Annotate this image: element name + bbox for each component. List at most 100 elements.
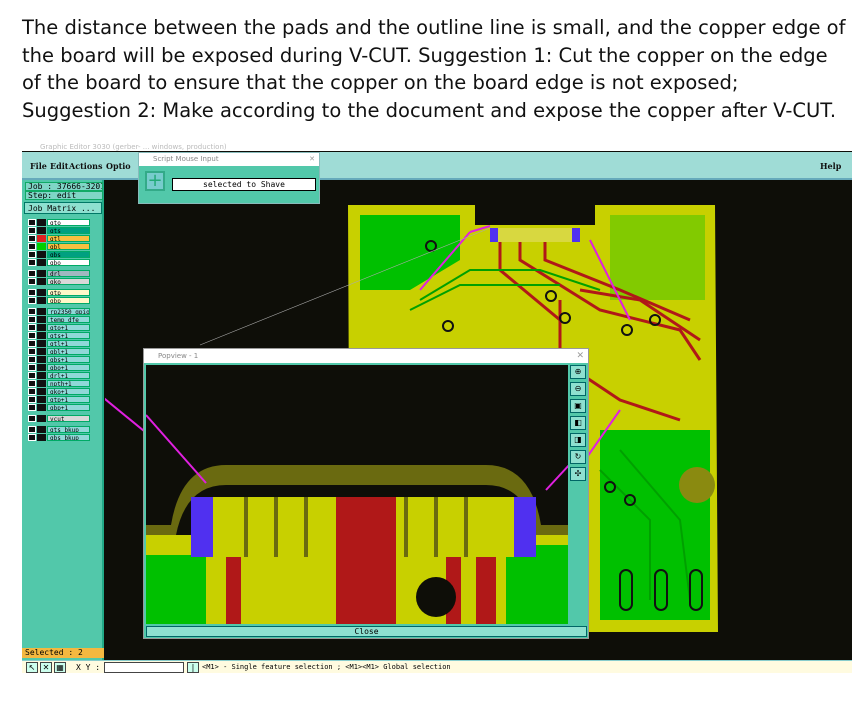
popview-zoomed-image bbox=[146, 365, 568, 624]
layer-name: gbo+1 bbox=[47, 363, 90, 371]
layer-checkbox[interactable] bbox=[28, 323, 36, 331]
layer-row[interactable]: gts+1 bbox=[28, 331, 90, 339]
layer-checkbox[interactable] bbox=[28, 425, 36, 433]
menu-help[interactable]: Help bbox=[820, 161, 842, 171]
layer-checkbox[interactable] bbox=[28, 296, 36, 304]
layer-name: gbs_bkup bbox=[47, 433, 90, 441]
layer-name: drl+1 bbox=[47, 371, 90, 379]
layer-checkbox[interactable] bbox=[28, 395, 36, 403]
layer-row[interactable]: drl+1 bbox=[28, 371, 90, 379]
menu-edit[interactable]: Edit bbox=[50, 161, 69, 171]
refresh-icon[interactable]: ↻ bbox=[570, 450, 586, 464]
pan-right-icon[interactable]: ◨ bbox=[570, 433, 586, 447]
xy-input[interactable] bbox=[104, 662, 184, 673]
info-icon[interactable]: | bbox=[187, 662, 199, 673]
layer-checkbox[interactable] bbox=[28, 250, 36, 258]
layer-status-icon bbox=[37, 331, 46, 339]
layer-checkbox[interactable] bbox=[28, 307, 36, 315]
layer-row[interactable]: gbs+1 bbox=[28, 355, 90, 363]
layer-status-icon bbox=[37, 339, 46, 347]
layer-checkbox[interactable] bbox=[28, 371, 36, 379]
layer-row[interactable]: npth+1 bbox=[28, 379, 90, 387]
layer-name: gtp bbox=[47, 288, 90, 296]
layer-row[interactable]: gbp bbox=[28, 296, 90, 304]
job-matrix-button[interactable]: Job Matrix ... bbox=[24, 202, 102, 214]
layer-checkbox[interactable] bbox=[28, 315, 36, 323]
layer-row[interactable]: vcut bbox=[28, 414, 90, 422]
menu-file[interactable]: File bbox=[30, 161, 47, 171]
layer-status-icon bbox=[37, 315, 46, 323]
popview-close-button[interactable]: Close bbox=[146, 626, 587, 637]
xy-label: X Y : bbox=[76, 663, 101, 672]
layer-name: gbl bbox=[47, 242, 90, 250]
layer-name: gto+1 bbox=[47, 323, 90, 331]
pan-left-icon[interactable]: ◧ bbox=[570, 416, 586, 430]
layer-checkbox[interactable] bbox=[28, 363, 36, 371]
layer-name: gbo bbox=[47, 258, 90, 266]
cancel-icon[interactable]: ✕ bbox=[40, 662, 52, 673]
close-icon[interactable]: ✕ bbox=[576, 351, 584, 361]
layer-checkbox[interactable] bbox=[28, 269, 36, 277]
layer-name: gts bbox=[47, 226, 90, 234]
layer-row[interactable]: gtl+1 bbox=[28, 339, 90, 347]
layer-checkbox[interactable] bbox=[28, 218, 36, 226]
layer-row[interactable]: gbo+1 bbox=[28, 363, 90, 371]
close-icon[interactable]: ✕ bbox=[309, 155, 315, 163]
layer-checkbox[interactable] bbox=[28, 433, 36, 441]
layer-row[interactable]: gto bbox=[28, 218, 90, 226]
layer-row[interactable]: gko bbox=[28, 277, 90, 285]
layer-status-icon bbox=[37, 269, 46, 277]
layer-row[interactable]: gts bbox=[28, 226, 90, 234]
layer-row[interactable]: rp2350_gpio bbox=[28, 307, 90, 315]
layer-row[interactable]: gbs_bkup bbox=[28, 433, 90, 441]
layer-row[interactable]: gtp+1 bbox=[28, 395, 90, 403]
layer-row[interactable]: gbo bbox=[28, 258, 90, 266]
layer-row[interactable]: temp_dfe bbox=[28, 315, 90, 323]
layer-row[interactable]: gts_bkup bbox=[28, 425, 90, 433]
layer-checkbox[interactable] bbox=[28, 242, 36, 250]
layer-checkbox[interactable] bbox=[28, 234, 36, 242]
layer-checkbox[interactable] bbox=[28, 258, 36, 266]
caption-text: The distance between the pads and the ou… bbox=[22, 16, 846, 122]
script-mouse-input-dialog: Script Mouse Input✕ + selected to Shave bbox=[138, 152, 320, 204]
layer-checkbox[interactable] bbox=[28, 414, 36, 422]
layer-status-icon bbox=[37, 242, 46, 250]
zoom-out-icon[interactable]: ⊖ bbox=[570, 382, 586, 396]
layer-status-icon bbox=[37, 371, 46, 379]
layer-checkbox[interactable] bbox=[28, 288, 36, 296]
layer-row[interactable]: drl bbox=[28, 269, 90, 277]
crosshair-icon[interactable]: + bbox=[145, 171, 165, 191]
grid-icon[interactable]: ▦ bbox=[54, 662, 66, 673]
zoom-fit-icon[interactable]: ▣ bbox=[570, 399, 586, 413]
layer-row[interactable]: gbl+1 bbox=[28, 347, 90, 355]
layer-row[interactable]: gbl bbox=[28, 242, 90, 250]
layer-checkbox[interactable] bbox=[28, 379, 36, 387]
layer-checkbox[interactable] bbox=[28, 347, 36, 355]
layer-checkbox[interactable] bbox=[28, 355, 36, 363]
layer-row[interactable]: gtp bbox=[28, 288, 90, 296]
layer-row[interactable]: gto+1 bbox=[28, 323, 90, 331]
layer-row[interactable]: gtl bbox=[28, 234, 90, 242]
layer-row[interactable]: gbp+1 bbox=[28, 403, 90, 411]
layer-checkbox[interactable] bbox=[28, 403, 36, 411]
menu-actions[interactable]: Actions bbox=[69, 161, 103, 171]
popview-window: Popview - 1✕ bbox=[143, 348, 589, 639]
layer-name: rp2350_gpio bbox=[47, 307, 90, 315]
layer-status-icon bbox=[37, 363, 46, 371]
layer-name: gts+1 bbox=[47, 331, 90, 339]
layer-status-icon bbox=[37, 296, 46, 304]
layer-row[interactable]: gbs bbox=[28, 250, 90, 258]
status-bar: ↖ ✕ ▦ X Y : | <M1> - Single feature sele… bbox=[22, 660, 852, 673]
fit-all-icon[interactable]: ✣ bbox=[570, 467, 586, 481]
layer-checkbox[interactable] bbox=[28, 277, 36, 285]
layer-checkbox[interactable] bbox=[28, 387, 36, 395]
layer-row[interactable]: gko+1 bbox=[28, 387, 90, 395]
zoom-in-icon[interactable]: ⊕ bbox=[570, 365, 586, 379]
menu-options[interactable]: Optio bbox=[106, 161, 131, 171]
layer-status-icon bbox=[37, 387, 46, 395]
select-arrow-icon[interactable]: ↖ bbox=[26, 662, 38, 673]
layer-checkbox[interactable] bbox=[28, 226, 36, 234]
layer-name: gbp+1 bbox=[47, 403, 90, 411]
layer-checkbox[interactable] bbox=[28, 331, 36, 339]
layer-checkbox[interactable] bbox=[28, 339, 36, 347]
